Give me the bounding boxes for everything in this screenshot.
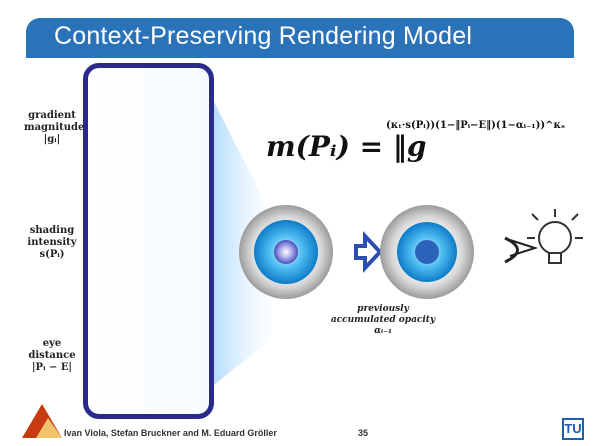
light-bulb-icon (527, 209, 583, 264)
formula: m(Pᵢ) = ‖g (κₜ·s(Pᵢ))(1−‖Pᵢ−E‖)(1−αᵢ₋₁))… (266, 120, 565, 163)
input-panel (83, 63, 214, 419)
tu-logo-text: TU (564, 421, 582, 436)
eye-icon (504, 236, 539, 264)
formula-lhs: m(Pᵢ) = ‖g (266, 130, 427, 163)
label-gradient: gradient magnitude|gᵢ| (24, 110, 85, 145)
label-eye: eye distance|Pᵢ − E| (28, 338, 76, 373)
page-number: 35 (358, 428, 369, 438)
result-sphere-after (380, 205, 474, 299)
arrow-icon (354, 230, 383, 274)
formula-exponent: (κₜ·s(Pᵢ))(1−‖Pᵢ−E‖)(1−αᵢ₋₁))^κₛ (386, 120, 565, 131)
slide-title: Context-Preserving Rendering Model (54, 22, 473, 50)
title-bar (26, 18, 574, 58)
fan-polygon (208, 90, 270, 390)
result-sphere-before (239, 205, 333, 299)
university-logo-left (22, 404, 62, 438)
tu-logo: TU (562, 418, 584, 440)
footer-authors: Ivan Viola, Stefan Bruckner and M. Eduar… (64, 428, 277, 438)
